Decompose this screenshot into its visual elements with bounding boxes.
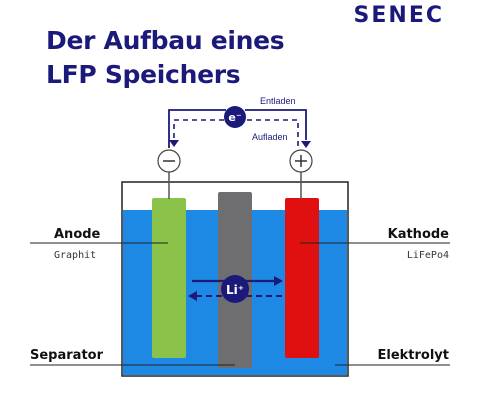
discharge-wire-left: [168, 109, 226, 148]
cathode-material-label: LiFePo4: [407, 250, 449, 261]
discharge-wire-right: [245, 109, 307, 140]
charge-label: Aufladen: [252, 132, 288, 142]
charge-wire-left: [173, 119, 224, 140]
lithium-ion-label: Li⁺: [226, 283, 244, 297]
senec-logo: SENEC: [353, 3, 444, 28]
plus-terminal-icon: [289, 149, 313, 173]
cathode-label: Kathode: [388, 227, 450, 242]
electron-label: e⁻: [228, 111, 241, 124]
electron-icon: [224, 106, 246, 128]
page-title: Der Aufbau eines LFP Speichers: [46, 24, 285, 92]
electrolyte-label: Elektrolyt: [378, 348, 450, 363]
discharge-arrowhead: [301, 141, 311, 148]
title-line-2: LFP Speichers: [46, 60, 241, 89]
charge-arrowhead: [169, 140, 179, 147]
lithium-ion-icon: [221, 275, 249, 303]
discharge-label: Entladen: [260, 96, 296, 106]
anode-electrode: [152, 198, 186, 358]
minus-terminal-icon: [157, 149, 181, 173]
anode-label: Anode: [54, 227, 101, 242]
title-line-1: Der Aufbau eines: [46, 26, 285, 55]
separator-label: Separator: [30, 348, 104, 363]
cathode-electrode: [285, 198, 319, 358]
anode-material-label: Graphit: [54, 250, 96, 261]
